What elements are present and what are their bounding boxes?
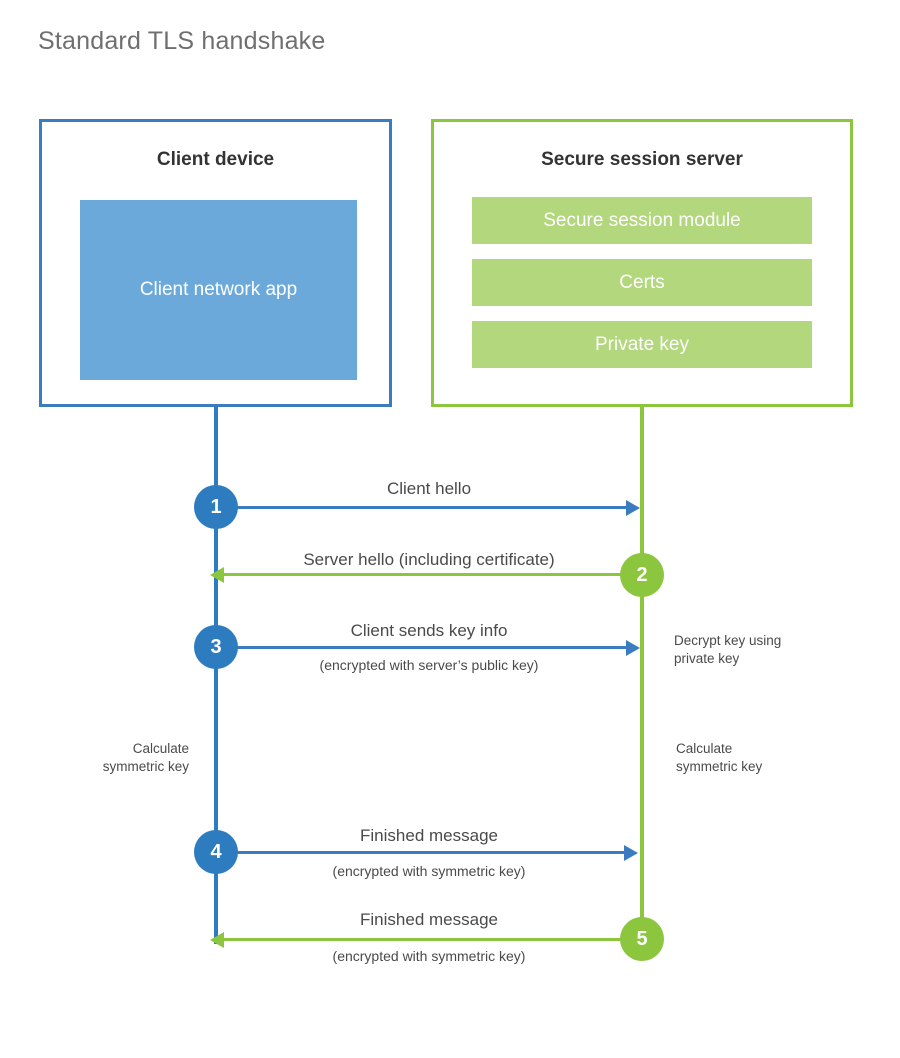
client-network-app-block: Client network app <box>80 200 357 380</box>
step-2-arrow-line <box>222 573 626 576</box>
secure-session-server-box: Secure session server Secure session mod… <box>431 119 853 407</box>
step-4-label: Finished message <box>360 826 498 845</box>
server-lifeline <box>640 407 644 940</box>
step-1-label: Client hello <box>386 479 472 498</box>
step-2-arrow-head-icon <box>210 566 224 583</box>
step-3-marker[interactable]: 3 <box>194 625 238 669</box>
step-4-arrow-head-icon <box>624 844 638 861</box>
client-calculate-symmetric-key-note: Calculate symmetric key <box>102 741 189 775</box>
step-3-arrow-line <box>216 646 628 649</box>
step-5-arrow-line <box>222 938 622 941</box>
server-module-certs: Certs <box>472 259 812 306</box>
step-2-marker[interactable]: 2 <box>620 553 664 597</box>
server-module-secure-session-module: Secure session module <box>472 197 812 244</box>
step-2-label: Server hello (including certificate) <box>303 550 555 569</box>
step-1-arrow-line <box>216 506 628 509</box>
step-5-sublabel: (encrypted with symmetric key) <box>332 948 526 964</box>
client-lifeline <box>214 407 218 944</box>
step-5-marker[interactable]: 5 <box>620 917 664 961</box>
step-1-arrow-head-icon <box>626 499 640 516</box>
step-3-sublabel: (encrypted with server’s public key) <box>319 657 539 673</box>
server-calculate-symmetric-key-note: Calculate symmetric key <box>676 741 763 775</box>
step-4-sublabel: (encrypted with symmetric key) <box>332 863 526 879</box>
client-device-box: Client device Client network app <box>39 119 392 407</box>
server-module-list: Secure session module Certs Private key <box>472 197 812 368</box>
step-3-label: Client sends key info <box>350 621 508 640</box>
secure-session-server-title: Secure session server <box>541 149 743 170</box>
server-module-private-key: Private key <box>472 321 812 368</box>
step-5-arrow-head-icon <box>210 931 224 948</box>
page-title: Standard TLS handshake <box>38 27 326 55</box>
step-4-marker[interactable]: 4 <box>194 830 238 874</box>
client-device-title: Client device <box>156 149 275 170</box>
step-4-arrow-line <box>216 851 626 854</box>
server-decrypt-note: Decrypt key using private key <box>674 633 782 667</box>
step-3-arrow-head-icon <box>626 639 640 656</box>
step-5-label: Finished message <box>360 910 498 929</box>
step-1-marker[interactable]: 1 <box>194 485 238 529</box>
